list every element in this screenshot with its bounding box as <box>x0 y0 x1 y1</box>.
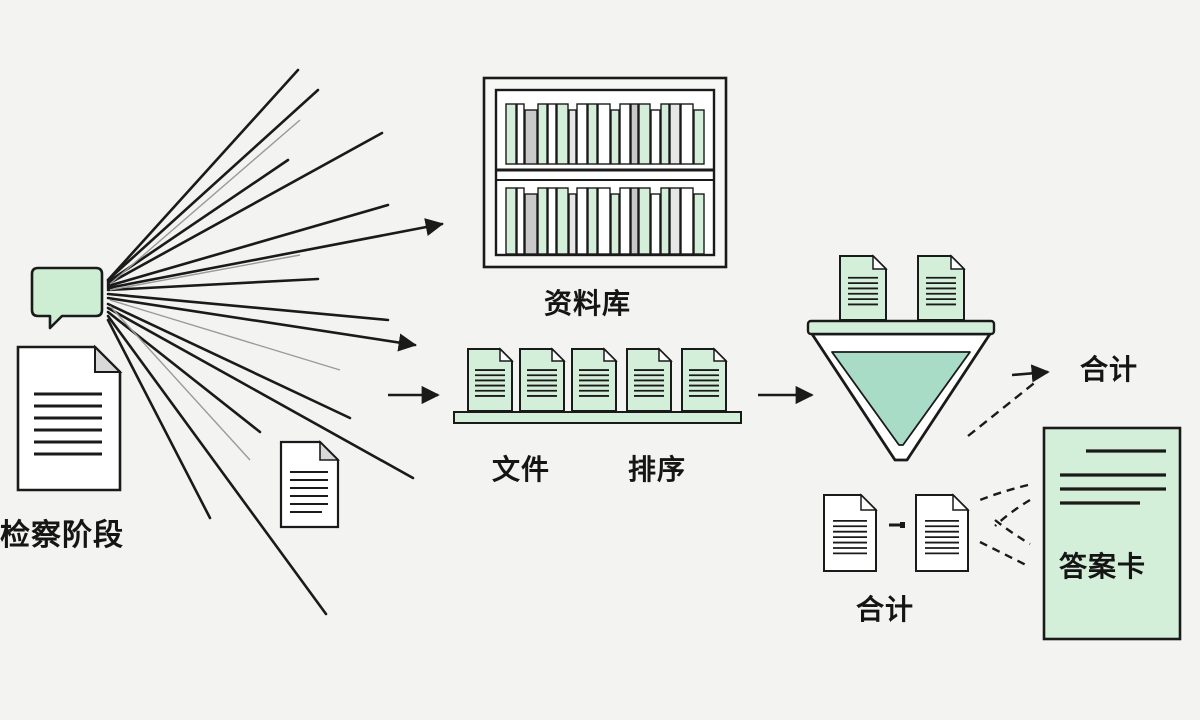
book <box>568 109 577 165</box>
book-row <box>505 187 705 255</box>
book <box>505 187 517 255</box>
arrow-icon <box>1011 364 1050 383</box>
ray <box>106 88 320 282</box>
total-label-bottom: 合计 <box>856 593 915 626</box>
book <box>650 193 661 255</box>
merged-documents <box>823 493 970 572</box>
book <box>587 103 598 165</box>
ray <box>106 318 212 520</box>
answer-card-label: 答案卡 <box>1059 550 1147 583</box>
document-icon <box>467 347 514 412</box>
book <box>680 187 694 255</box>
book <box>660 187 670 255</box>
book <box>524 193 538 255</box>
book <box>556 187 569 255</box>
document-icon <box>571 347 618 412</box>
book <box>597 103 611 165</box>
book <box>638 187 651 255</box>
document-icon <box>915 493 970 572</box>
document-icon <box>16 344 123 492</box>
bookshelf-icon <box>482 76 728 269</box>
ray <box>106 292 390 322</box>
book <box>638 103 651 165</box>
book <box>619 187 631 255</box>
book <box>547 187 557 255</box>
ray <box>106 314 328 616</box>
book <box>650 109 661 165</box>
ray <box>106 296 417 352</box>
retrieval-rays <box>106 68 444 616</box>
book <box>630 187 639 255</box>
book <box>547 103 557 165</box>
book <box>610 109 620 165</box>
knowledge-base-label: 资料库 <box>544 287 632 320</box>
document-icon <box>681 347 728 412</box>
funnel-documents <box>839 254 966 321</box>
ray <box>106 203 390 288</box>
book <box>516 187 525 255</box>
document-icon <box>626 347 673 412</box>
book <box>537 103 548 165</box>
book <box>576 103 588 165</box>
book <box>505 103 517 165</box>
ray <box>106 218 444 290</box>
document-icon <box>823 493 878 572</box>
faint-rays <box>109 119 341 461</box>
document-icon <box>917 254 966 321</box>
document-icon <box>839 254 888 321</box>
dashed-output-line <box>967 379 1039 437</box>
ray <box>106 131 384 286</box>
book <box>568 193 577 255</box>
book <box>680 103 694 165</box>
ray <box>106 310 262 434</box>
book <box>669 187 681 255</box>
book <box>537 187 548 255</box>
book <box>693 193 705 255</box>
book <box>619 103 631 165</box>
retrieval-stage-label: 检察阶段 <box>0 518 124 553</box>
documents-label: 文件 <box>492 453 551 486</box>
book <box>669 103 681 165</box>
document-icon <box>519 347 566 412</box>
speech-bubble-icon <box>30 266 104 330</box>
ray <box>106 158 290 284</box>
book <box>693 109 705 165</box>
book <box>556 103 569 165</box>
ranking-label: 排序 <box>628 453 687 486</box>
ray <box>106 302 352 420</box>
book <box>587 187 598 255</box>
dashed-connector <box>979 483 1031 568</box>
book <box>610 193 620 255</box>
book <box>576 187 588 255</box>
total-label-top: 合计 <box>1080 353 1139 386</box>
funnel-icon <box>806 319 996 462</box>
book <box>597 187 611 255</box>
document-icon <box>279 440 340 529</box>
book <box>660 103 670 165</box>
answer-card-icon <box>1042 426 1182 641</box>
book <box>516 103 525 165</box>
book-row <box>505 103 705 165</box>
document-row <box>467 347 728 412</box>
book <box>524 109 538 165</box>
ray <box>106 306 415 480</box>
document-tray <box>453 411 742 424</box>
ray <box>106 277 320 292</box>
ray <box>106 68 300 282</box>
book <box>630 103 639 165</box>
